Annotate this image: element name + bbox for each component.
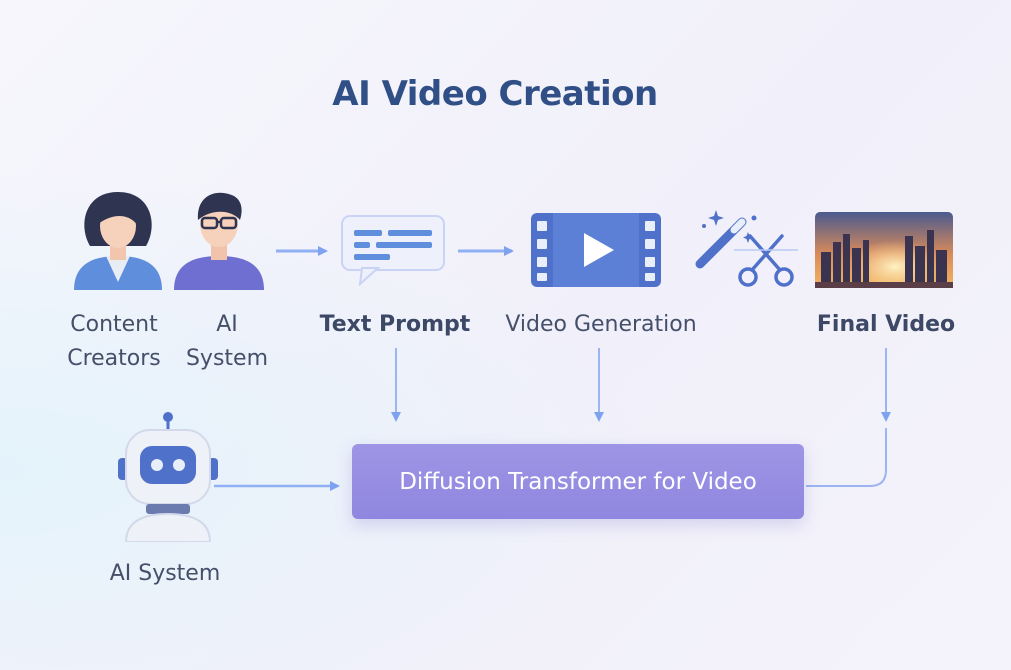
label-ai-system-top: AI System xyxy=(172,308,282,376)
diffusion-transformer-label: Diffusion Transformer for Video xyxy=(399,469,757,495)
label-ai-system-bottom: AI System xyxy=(86,557,244,591)
label-video-generation: Video Generation xyxy=(490,308,712,342)
man-avatar-icon xyxy=(172,184,266,290)
scissors-icon xyxy=(734,232,798,290)
woman-avatar-icon xyxy=(70,186,166,290)
line-box-to-final xyxy=(806,428,886,486)
label-final-video: Final Video xyxy=(800,308,972,342)
city-thumbnail-icon xyxy=(815,212,953,288)
video-play-icon xyxy=(529,211,663,289)
label-content-creators: Content Creators xyxy=(56,308,172,376)
diffusion-transformer-box: Diffusion Transformer for Video xyxy=(352,444,804,519)
label-text-prompt: Text Prompt xyxy=(304,308,486,342)
robot-icon xyxy=(114,410,222,542)
chat-bubble-icon xyxy=(338,212,448,286)
